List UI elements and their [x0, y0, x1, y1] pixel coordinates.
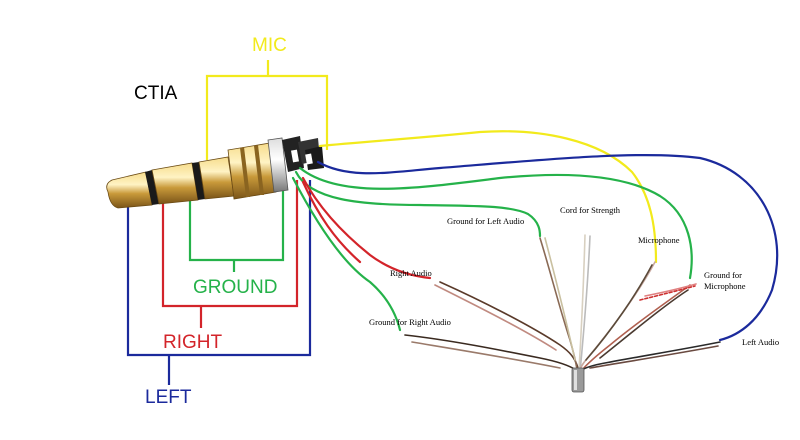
right-audio-label: Right Audio [390, 268, 432, 278]
left-wire [316, 153, 779, 342]
right-audio-wire-2 [301, 180, 362, 264]
ground-right-wire [291, 176, 402, 332]
cable-sheath [571, 367, 585, 393]
ground-mic-wire [298, 166, 693, 280]
microphone-label: Microphone [638, 235, 680, 245]
ground-bracket [188, 190, 285, 262]
trrs-plug-image [106, 136, 324, 209]
right-label: RIGHT [163, 332, 223, 353]
mic-label: MIC [252, 35, 287, 56]
cord-strength-label: Cord for Strength [560, 205, 621, 215]
left-audio-label: Left Audio [742, 337, 779, 347]
ground-right-audio-label: Ground for Right Audio [369, 317, 451, 327]
right-bracket [161, 180, 299, 308]
cable-strands [404, 234, 721, 373]
ground-microphone-label-1: Ground for [704, 270, 742, 280]
right-audio-wire [301, 176, 432, 280]
standard-title: CTIA [134, 83, 178, 104]
ground-left-audio-label: Ground for Left Audio [447, 216, 524, 226]
ground-microphone-label-2: Microphone [704, 281, 746, 291]
ground-left-wire [294, 170, 542, 238]
left-bracket [126, 180, 312, 357]
mic-wire [318, 130, 658, 264]
left-label: LEFT [145, 387, 192, 408]
ground-label: GROUND [193, 277, 277, 298]
